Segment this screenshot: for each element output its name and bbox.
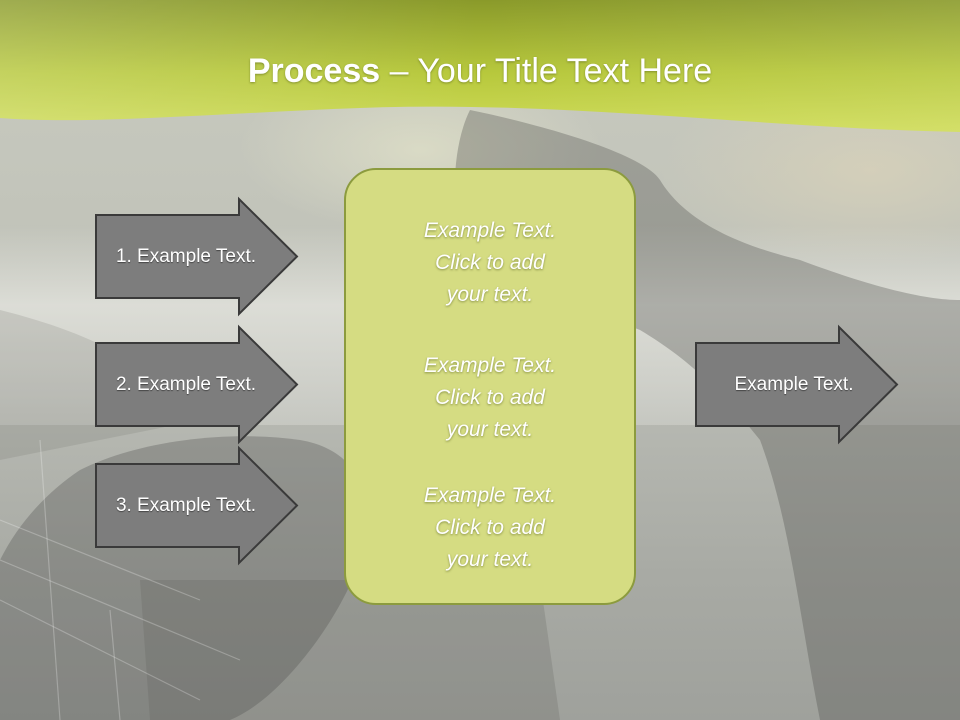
- arrow-step-2[interactable]: 2. Example Text.: [95, 324, 299, 445]
- center-text-box[interactable]: Example Text. Click to add your text. Ex…: [344, 168, 636, 605]
- slide-title: Process – Your Title Text Here: [0, 52, 960, 91]
- text-block-3-line-1: Example Text.: [423, 484, 557, 507]
- arrow-step-1[interactable]: 1. Example Text.: [95, 196, 299, 317]
- text-block-3[interactable]: Example Text. Click to add your text.: [346, 480, 634, 576]
- title-band: Process – Your Title Text Here: [0, 0, 960, 140]
- text-block-2[interactable]: Example Text. Click to add your text.: [346, 350, 634, 446]
- text-block-3-line-2: Click to add: [435, 516, 545, 539]
- arrow-output-label: Example Text.: [734, 373, 854, 395]
- text-block-1-line-1: Example Text.: [423, 219, 557, 242]
- text-block-2-line-2: Click to add: [435, 386, 545, 409]
- arrow-output[interactable]: Example Text.: [695, 324, 899, 445]
- text-block-2-line-3: your text.: [446, 418, 534, 441]
- arrow-step-1-label: 1. Example Text.: [115, 245, 257, 267]
- title-bold: Process: [247, 52, 381, 90]
- text-block-1-line-2: Click to add: [435, 251, 545, 274]
- text-block-1[interactable]: Example Text. Click to add your text.: [346, 215, 634, 311]
- arrow-step-2-label: 2. Example Text.: [115, 373, 257, 395]
- title-text: – Your Title Text Here: [380, 52, 713, 90]
- arrow-step-3[interactable]: 3. Example Text.: [95, 445, 299, 566]
- text-block-3-line-3: your text.: [446, 548, 534, 571]
- arrow-step-3-label: 3. Example Text.: [115, 494, 257, 516]
- text-block-1-line-3: your text.: [446, 283, 534, 306]
- text-block-2-line-1: Example Text.: [423, 354, 557, 377]
